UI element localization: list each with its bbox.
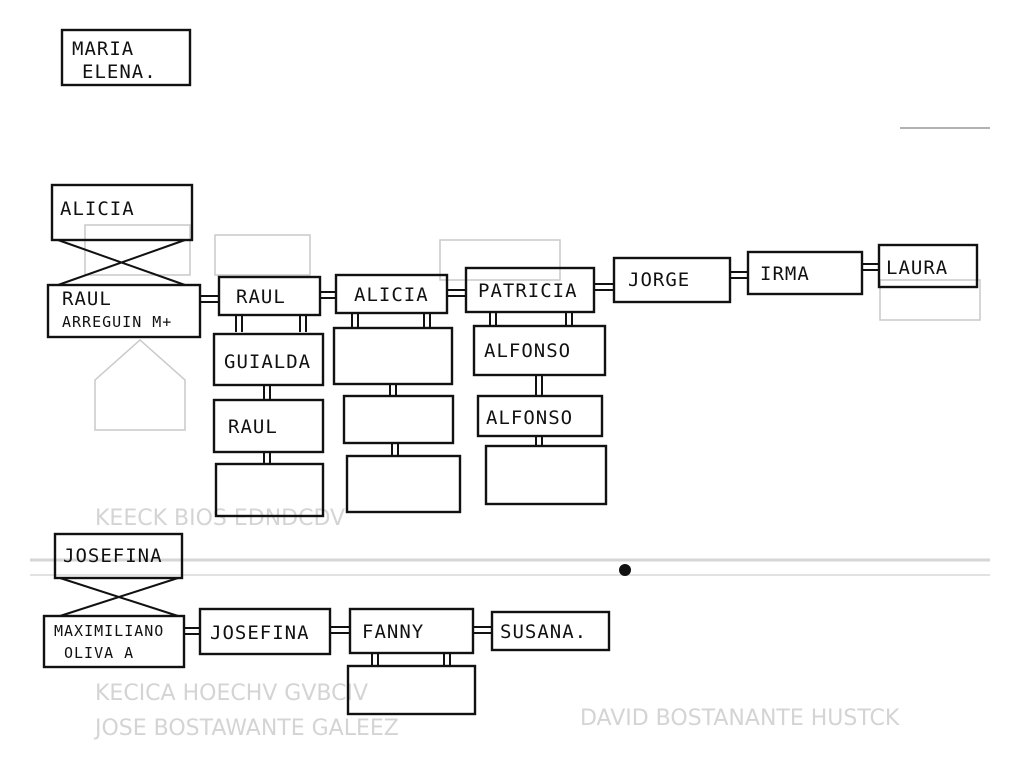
sibling-links-row1 [201, 263, 879, 303]
marriage-cross-josefina-maximiliano [59, 577, 179, 617]
svg-text:KECICA HOECHV GVBCIV: KECICA HOECHV GVBCIV [95, 681, 368, 706]
person-name: RAUL [62, 288, 112, 310]
person-name: IRMA [760, 263, 810, 285]
person-box-patricia: PATRICIA [464, 266, 596, 314]
person-name: ALICIA [60, 198, 135, 220]
person-box-josefina-top: JOSEFINA [53, 532, 184, 580]
person-name: ELENA. [82, 61, 157, 83]
svg-text:KEECK BIOS EDNDCDV: KEECK BIOS EDNDCDV [95, 506, 345, 531]
person-name: MARIA [72, 38, 134, 60]
person-name: MAXIMILIANO [54, 622, 164, 640]
sibling-links-row2 [184, 626, 492, 635]
person-name: FANNY [362, 621, 424, 643]
person-name: JOSEFINA [63, 545, 163, 567]
empty-person-box [214, 462, 325, 518]
person-box-maria-elena: MARIA ELENA. [60, 28, 192, 87]
empty-person-box [345, 454, 462, 514]
person-box-fanny: FANNY [348, 607, 475, 655]
person-name: ARREGUIN M+ [62, 313, 172, 331]
person-box-alicia-top: ALICIA [50, 183, 194, 242]
svg-text:DAVID BOSTANANTE HUSTCK: DAVID BOSTANANTE HUSTCK [580, 706, 900, 731]
person-box-laura: LAURA [877, 243, 979, 289]
person-name: SUSANA. [500, 621, 587, 643]
person-name: ALICIA [354, 284, 429, 306]
person-box-maximiliano: MAXIMILIANO OLIVA A [42, 614, 186, 669]
marriage-cross-alicia-raul [57, 239, 186, 286]
person-name: GUIALDA [224, 351, 311, 373]
person-box-irma: IRMA [746, 250, 864, 296]
person-name: PATRICIA [478, 280, 578, 302]
empty-person-box [346, 664, 477, 716]
person-box-raul-arreguin: RAUL ARREGUIN M+ [46, 283, 202, 339]
descendant-links [371, 654, 451, 666]
person-name: JORGE [628, 269, 690, 291]
bleed-through-marks: KEECK BIOS EDNDCDV KECICA HOECHV GVBCIV … [30, 127, 990, 741]
person-name: JOSEFINA [210, 622, 310, 644]
person-box-alicia: ALICIA [334, 273, 449, 315]
person-box-raul-child: RAUL [212, 398, 325, 454]
person-name: OLIVA A [64, 644, 134, 662]
person-box-guialda: GUIALDA [212, 332, 325, 387]
person-name: LAURA [886, 257, 948, 279]
svg-text:JOSE BOSTAWANTE GALEEZ: JOSE BOSTAWANTE GALEEZ [93, 716, 399, 741]
person-name: ALFONSO [486, 407, 573, 429]
person-box-alfonso-child: ALFONSO [476, 394, 604, 438]
empty-person-box [332, 326, 454, 386]
person-name: RAUL [236, 286, 286, 308]
person-box-susana: SUSANA. [490, 610, 611, 652]
empty-person-box [342, 394, 455, 445]
person-box-josefina: JOSEFINA [198, 607, 332, 656]
person-box-alfonso: ALFONSO [472, 324, 607, 377]
person-name: ALFONSO [484, 340, 571, 362]
empty-person-box [484, 444, 608, 506]
person-name: RAUL [228, 416, 278, 438]
person-box-raul: RAUL [217, 275, 322, 317]
person-box-jorge: JORGE [612, 256, 732, 304]
descendant-links [235, 313, 573, 464]
